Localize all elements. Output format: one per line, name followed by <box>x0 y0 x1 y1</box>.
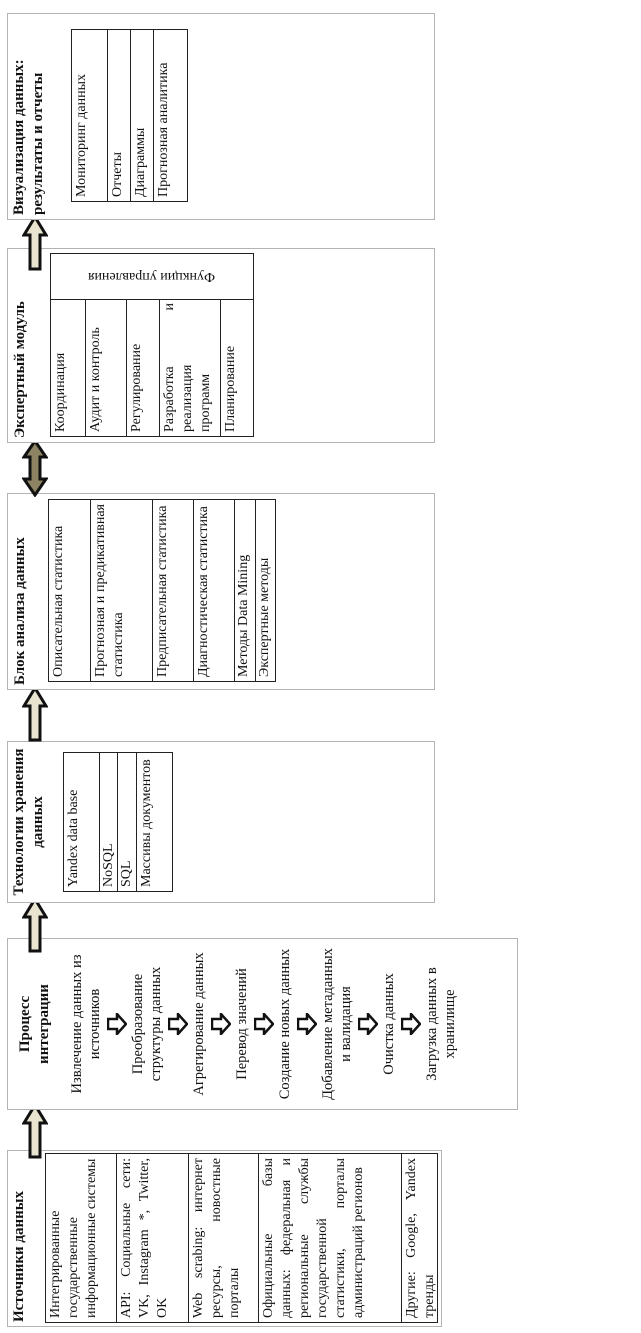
analysis-item: Предписательная статистика <box>152 500 193 681</box>
arrow-down-icon <box>107 1013 127 1035</box>
integration-steps: Извлечение данных из источников Преобразо… <box>68 945 459 1103</box>
arrow-right-icon <box>22 897 48 953</box>
arrow-down-icon <box>254 1013 274 1035</box>
integration-step: Добавление метаданных и валидация <box>320 948 354 1100</box>
arrow-down-icon <box>297 1013 317 1035</box>
analysis-item: Экспертные методы <box>255 500 275 681</box>
storage-title: Технологии хранения данных <box>11 748 46 896</box>
sources-title: Источники данных <box>11 1191 27 1322</box>
analysis-title: Блок анализа данных <box>12 537 28 685</box>
sources-block: Источники данных Интегрированные государ… <box>7 1150 442 1327</box>
integration-block: Процесс интеграции Извлечение данных из … <box>7 938 518 1110</box>
arrow-right-icon <box>22 215 48 271</box>
analysis-item: Методы Data Mining <box>234 500 255 681</box>
analysis-item: Описательная статистика <box>51 525 66 677</box>
expert-item: Аудит и контроль <box>85 299 126 436</box>
double-arrow-icon <box>22 439 48 497</box>
visualization-title: Визуализация данных: результаты и отчеты <box>11 59 46 215</box>
integration-title: Процесс интеграции <box>17 984 52 1064</box>
arrow-right-icon <box>22 686 48 742</box>
expert-title: Экспертный модуль <box>12 301 28 438</box>
visualization-item: Диаграммы <box>130 30 153 201</box>
arrow-down-icon <box>401 1013 421 1035</box>
expert-table: Координация Аудит и контроль Регулирован… <box>50 253 254 437</box>
analysis-table: Описательная статистика Прогнозная и пре… <box>48 499 276 682</box>
integration-step: Загрузка данных в хранилище <box>424 967 458 1081</box>
storage-item: SQL <box>117 753 136 891</box>
sources-item: API: Социальные сети: VK, Instagram *, T… <box>116 1154 188 1322</box>
expert-item: Регулирование <box>126 299 159 436</box>
expert-item: Планирование <box>220 299 253 436</box>
expert-item: Разработка и реализация программ <box>159 299 220 436</box>
expert-block: Экспертный модуль Координация Аудит и ко… <box>7 248 435 443</box>
expert-header: Функции управления <box>51 254 253 300</box>
visualization-item: Прогнозная аналитика <box>153 30 187 201</box>
expert-header-text: Функции управления <box>88 269 216 285</box>
integration-step: Преобразование структуры данных <box>130 966 164 1082</box>
sources-item: Другие: Google, Yandex тренды <box>401 1154 437 1322</box>
integration-step: Очистка данных <box>381 973 397 1075</box>
arrow-right-icon <box>22 1103 48 1159</box>
sources-item: Web scrabing: интернет ресурсы, новостны… <box>188 1154 258 1322</box>
storage-item: Массивы документов <box>136 753 172 891</box>
sources-item: Официальные базы данных: федеральная и р… <box>258 1154 401 1322</box>
expert-item: Координация <box>53 352 68 432</box>
integration-step: Извлечение данных из источников <box>69 954 103 1094</box>
arrow-down-icon <box>358 1013 378 1035</box>
integration-step: Перевод значений <box>234 968 250 1080</box>
sources-item: Интегрированные государственные информац… <box>48 1158 99 1318</box>
visualization-item: Мониторинг данных <box>74 74 89 197</box>
visualization-table: Мониторинг данных Отчеты Диаграммы Прогн… <box>71 29 188 202</box>
storage-table: Yandex data base NoSQL SQL Массивы докум… <box>63 752 173 892</box>
analysis-item: Диагностическая статистика <box>193 500 234 681</box>
storage-item: Yandex data base <box>66 789 81 887</box>
analysis-item: Прогнозная и предикативная статистика <box>90 500 152 681</box>
storage-block: Технологии хранения данных Yandex data b… <box>7 741 435 903</box>
integration-step: Создание новых данных <box>277 948 293 1100</box>
integration-step: Агрегирование данных <box>191 952 207 1096</box>
visualization-item: Отчеты <box>107 30 130 201</box>
visualization-block: Визуализация данных: результаты и отчеты… <box>7 13 435 220</box>
arrow-down-icon <box>211 1013 231 1035</box>
sources-table: Интегрированные государственные информац… <box>45 1153 438 1323</box>
arrow-down-icon <box>168 1013 188 1035</box>
analysis-block: Блок анализа данных Описательная статист… <box>7 493 435 690</box>
storage-item: NoSQL <box>99 753 117 891</box>
